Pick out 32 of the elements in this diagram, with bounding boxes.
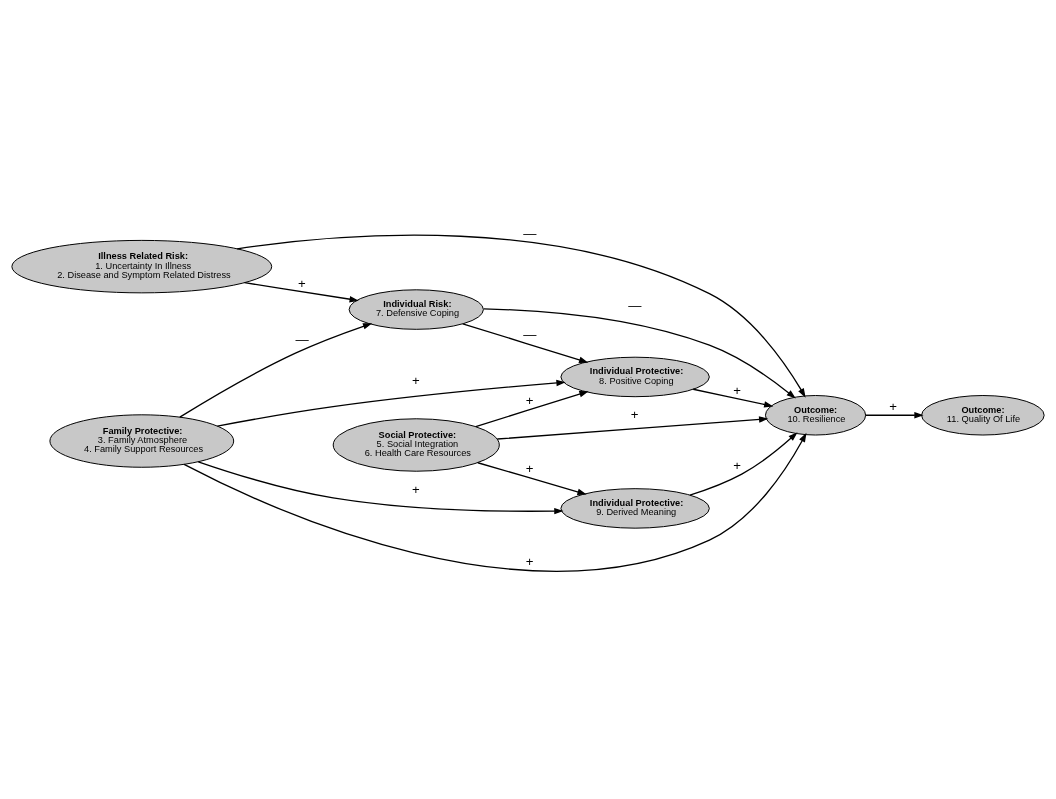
- node-ellipse: Social Protective: 5. Social Integration 6. Health Care Resources: [332, 418, 500, 472]
- edge-label: +: [525, 553, 534, 569]
- arrow: [462, 323, 589, 363]
- arrow: [496, 416, 769, 440]
- node-ellipse: Illness Related Risk: 1. Uncertainty In Illness 2. Disease and Symptom Related Distress: [11, 239, 273, 294]
- edge-label: —: [628, 298, 642, 314]
- node-ellipse: Outcome: 11. Quality Of Life: [921, 395, 1045, 436]
- edge-label: —: [523, 226, 537, 242]
- node-ellipse: Family Protective: 3. Family Atmosphere 4. Family Support Resources: [49, 414, 235, 468]
- arrow: [179, 323, 373, 418]
- arrow: [236, 234, 806, 398]
- edge-label: +: [733, 458, 741, 474]
- edge-label: +: [298, 276, 306, 292]
- edge-label: +: [411, 372, 420, 388]
- arrow: [477, 462, 587, 495]
- arrow: [197, 461, 564, 515]
- edge-label: +: [411, 481, 420, 497]
- edge-label: —: [295, 331, 309, 347]
- arrow: [216, 379, 566, 427]
- edge-label: +: [733, 382, 741, 398]
- arrow: [864, 412, 924, 419]
- edge-label: +: [525, 460, 534, 476]
- arrow: [692, 388, 774, 408]
- edge-label: —: [523, 327, 537, 343]
- arrow: [689, 432, 798, 496]
- arrow: [243, 282, 359, 303]
- arrow: [183, 432, 807, 572]
- arrow: [475, 390, 589, 428]
- edge-label: +: [630, 407, 639, 423]
- edge-label: +: [525, 393, 534, 409]
- arrow: [483, 308, 796, 399]
- edge-label: +: [889, 399, 898, 415]
